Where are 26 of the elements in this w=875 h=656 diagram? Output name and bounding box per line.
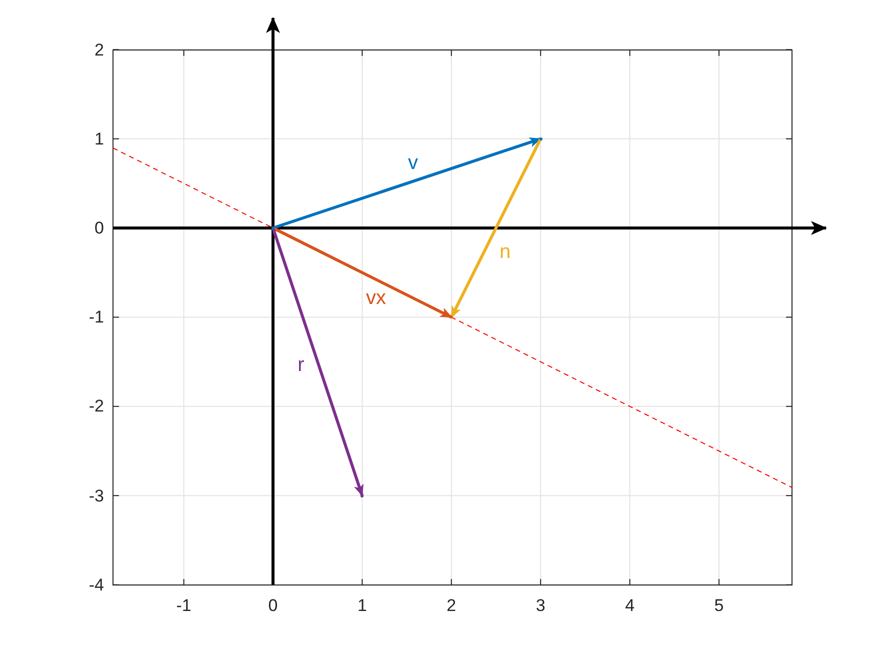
vector-point — [272, 226, 274, 230]
tick-label: 0 — [268, 597, 278, 614]
tick-label: -2 — [88, 398, 104, 415]
vector-arrow — [272, 137, 542, 230]
tick-label: -1 — [88, 308, 104, 326]
edge-label: v — [408, 153, 418, 173]
vector-point — [539, 137, 542, 140]
tick-label: 2 — [94, 41, 104, 58]
tick-label: 1 — [357, 597, 367, 614]
edge-label: vx — [366, 288, 386, 308]
vector-point — [450, 316, 453, 319]
edge-label: r — [298, 355, 304, 375]
tick-label: -3 — [88, 487, 104, 504]
vector-arrow — [272, 226, 452, 319]
tick-label: 1 — [94, 130, 104, 148]
edge-label: n — [499, 242, 511, 262]
tick-label: 2 — [446, 597, 456, 614]
tick-label: 0 — [94, 220, 104, 236]
tick-label: -4 — [88, 576, 104, 594]
tick-label: 4 — [625, 597, 635, 614]
vector-arrow — [272, 228, 364, 497]
tick-label: 5 — [714, 597, 724, 614]
tick-label: 3 — [536, 597, 546, 614]
tick-label: -1 — [176, 597, 192, 614]
vector-point — [360, 494, 364, 498]
vector-arrow — [450, 138, 542, 318]
